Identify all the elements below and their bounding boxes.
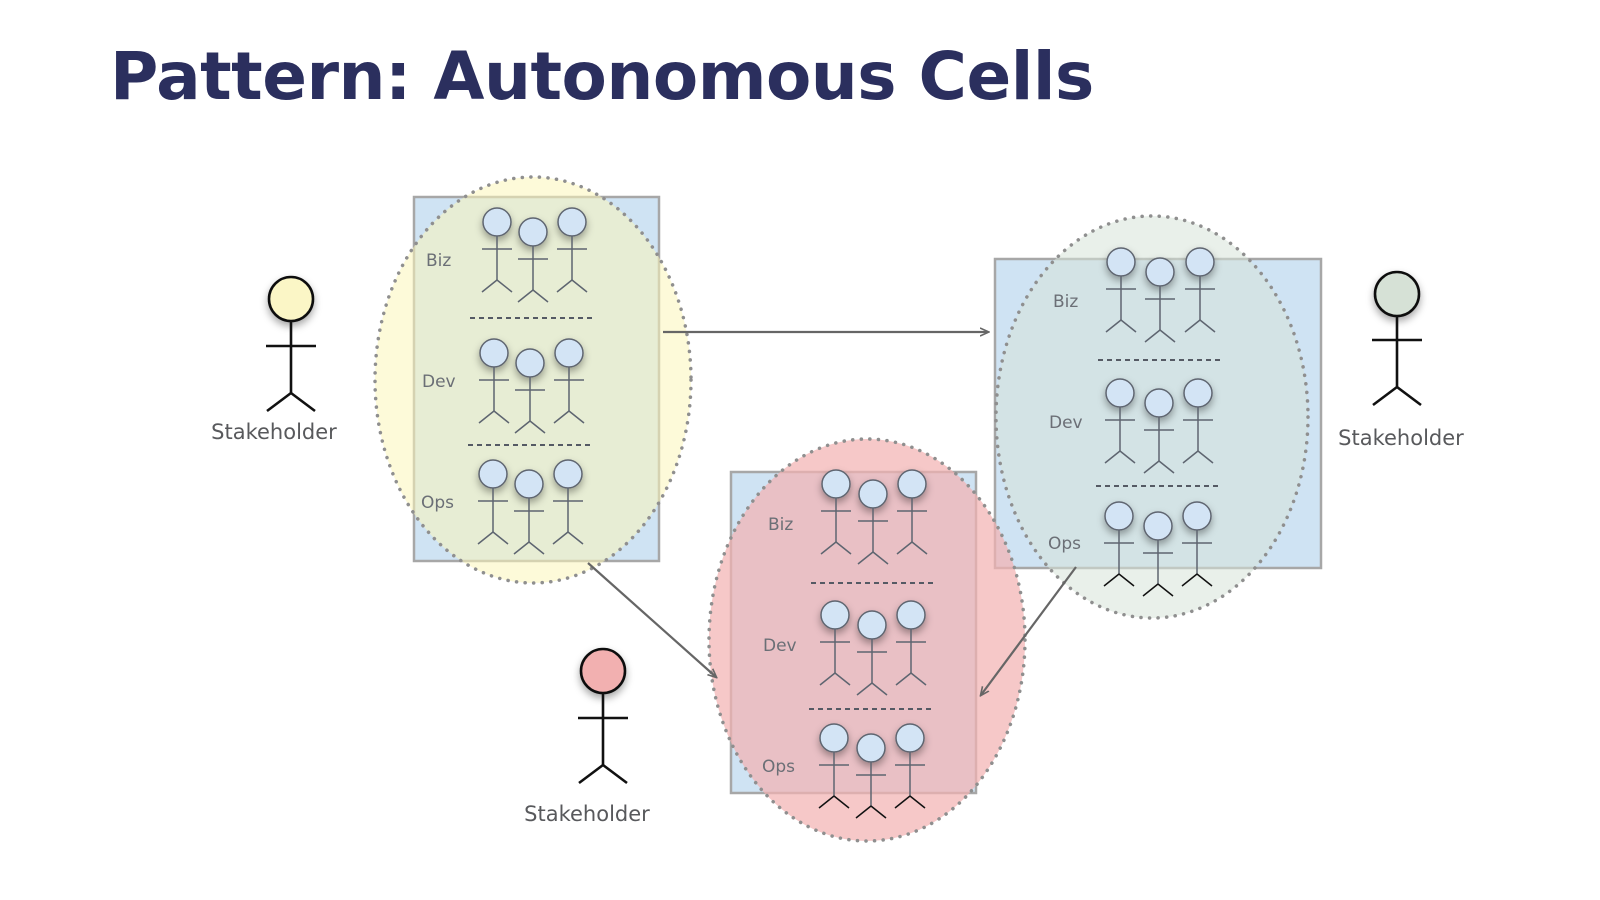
stakeholder-label: Stakeholder xyxy=(211,420,337,444)
section-label-ops: Ops xyxy=(1048,534,1081,554)
team-member-icon xyxy=(855,733,887,819)
team-member-icon xyxy=(1104,378,1136,464)
team-member-icon xyxy=(1143,388,1175,474)
team-member-icon xyxy=(857,479,889,565)
section-label-ops: Ops xyxy=(421,493,454,513)
stakeholder-right: Stakeholder xyxy=(1338,270,1464,450)
team-member-icon xyxy=(1103,501,1135,587)
team-member-icon xyxy=(552,459,584,545)
team-member-icon xyxy=(1182,378,1214,464)
team-member-icon xyxy=(856,610,888,696)
stakeholder-head xyxy=(579,647,627,695)
team-member-icon xyxy=(477,459,509,545)
team-member-icon xyxy=(513,469,545,555)
cell-1: Biz Dev Ops xyxy=(373,175,693,585)
team-member-icon xyxy=(556,207,588,293)
team-member-icon xyxy=(895,600,927,686)
team-member-icon xyxy=(517,217,549,303)
team-member-icon xyxy=(1184,247,1216,333)
cell-boundary xyxy=(373,175,693,585)
stakeholder-head xyxy=(1373,270,1421,318)
team-member-icon xyxy=(478,338,510,424)
arrow-cell1-to-cell3 xyxy=(587,562,716,677)
section-label-dev: Dev xyxy=(1049,413,1083,433)
stakeholder-head xyxy=(267,275,315,323)
section-label-dev: Dev xyxy=(763,636,797,656)
section-label-dev: Dev xyxy=(422,372,456,392)
stakeholder-left: Stakeholder xyxy=(211,275,337,444)
team-member-icon xyxy=(896,469,928,555)
page-title: Pattern: Autonomous Cells xyxy=(110,38,1094,115)
section-label-biz: Biz xyxy=(426,251,451,271)
team-members xyxy=(477,207,1216,819)
section-label-biz: Biz xyxy=(1053,292,1078,312)
team-member-icon xyxy=(818,723,850,809)
team-member-icon xyxy=(553,338,585,424)
arrow-cell2-to-cell3 xyxy=(981,566,1077,695)
team-member-icon xyxy=(1142,511,1174,597)
team-member-icon xyxy=(481,207,513,293)
stakeholder-label: Stakeholder xyxy=(524,802,650,826)
cell-3: Biz Dev Ops xyxy=(707,437,1027,843)
stakeholder-icon xyxy=(1372,270,1422,407)
team-member-icon xyxy=(514,348,546,434)
section-label-ops: Ops xyxy=(762,757,795,777)
team-member-icon xyxy=(894,723,926,809)
stakeholder-label: Stakeholder xyxy=(1338,426,1464,450)
section-label-biz: Biz xyxy=(768,515,793,535)
team-member-icon xyxy=(1144,257,1176,343)
team-member-icon xyxy=(820,469,852,555)
stakeholder-icon xyxy=(578,647,628,785)
stakeholder-icon xyxy=(266,275,316,413)
team-member-icon xyxy=(1105,247,1137,333)
team-member-icon xyxy=(1181,501,1213,587)
cell-boundary xyxy=(707,437,1027,843)
dependency-arrows xyxy=(587,332,1077,695)
stakeholder-bottom: Stakeholder xyxy=(524,647,650,826)
team-member-icon xyxy=(819,600,851,686)
cell-boundary xyxy=(994,214,1310,620)
